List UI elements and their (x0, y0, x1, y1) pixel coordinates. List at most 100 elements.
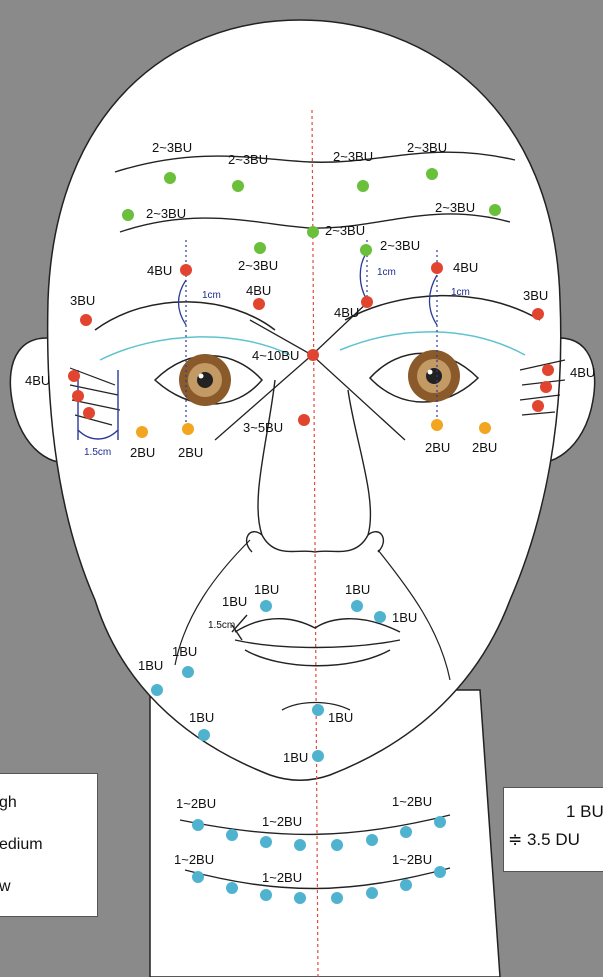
label-neck6: 1~2BU (392, 852, 432, 867)
injection-dot (434, 866, 446, 878)
label-chin1: 1BU (189, 710, 214, 725)
injection-dot (489, 204, 501, 216)
injection-dot (366, 887, 378, 899)
label-temple-l: 3BU (70, 293, 95, 308)
label-cm-r1: 1cm (377, 267, 396, 278)
label-brow-r: 4BU (453, 260, 478, 275)
legend-high: gh (0, 794, 17, 812)
injection-dot (540, 381, 552, 393)
injection-dot (431, 262, 443, 274)
label-chin3: 1BU (283, 750, 308, 765)
label-lip4: 1BU (392, 610, 417, 625)
label-lip2: 1BU (254, 582, 279, 597)
injection-dot (366, 834, 378, 846)
label-neck4: 1~2BU (174, 852, 214, 867)
dose-legend: gh edium w (0, 773, 98, 917)
injection-dot (532, 400, 544, 412)
label-ear-r: 4BU (570, 365, 595, 380)
label-f4: 2~3BU (407, 140, 447, 155)
injection-dot (312, 704, 324, 716)
injection-dot (374, 611, 386, 623)
unit-line-2: ≑ 3.5 DU (508, 830, 580, 850)
label-brow-r2: 4BU (334, 305, 359, 320)
injection-dot (83, 407, 95, 419)
label-f7: 2~3BU (325, 223, 365, 238)
injection-dot (260, 600, 272, 612)
injection-dot (192, 819, 204, 831)
label-f8: 2~3BU (380, 238, 420, 253)
injection-dot (254, 242, 266, 254)
injection-dot (72, 390, 84, 402)
injection-dot (182, 666, 194, 678)
legend-low: w (0, 878, 11, 896)
injection-dot (294, 839, 306, 851)
injection-dot (253, 298, 265, 310)
injection-dot (199, 374, 204, 379)
injection-dot (294, 892, 306, 904)
injection-dot (542, 364, 554, 376)
label-neck2: 1~2BU (262, 814, 302, 829)
injection-dot (431, 419, 443, 431)
label-chin2: 1BU (328, 710, 353, 725)
label-cheek-l1: 2BU (130, 445, 155, 460)
injection-dot (400, 879, 412, 891)
label-glabella: 4~10BU (252, 348, 299, 363)
label-cheek-r2: 2BU (472, 440, 497, 455)
injection-dot (80, 314, 92, 326)
label-brow-l2: 4BU (246, 283, 271, 298)
injection-dot (532, 308, 544, 320)
label-f6: 2~3BU (435, 200, 475, 215)
injection-dot (400, 826, 412, 838)
injection-dot (136, 426, 148, 438)
label-f9: 2~3BU (238, 258, 278, 273)
injection-dot (68, 370, 80, 382)
label-cheek-r1: 2BU (425, 440, 450, 455)
injection-dot (479, 422, 491, 434)
label-temple-r: 3BU (523, 288, 548, 303)
injection-dot (164, 172, 176, 184)
label-neck1: 1~2BU (176, 796, 216, 811)
injection-dot (192, 871, 204, 883)
unit-line-1: 1 BU (566, 802, 603, 822)
injection-dot (307, 226, 319, 238)
injection-dot (260, 836, 272, 848)
injection-dot (182, 423, 194, 435)
label-ear-l: 4BU (25, 373, 50, 388)
injection-dot (428, 370, 433, 375)
label-f2: 2~3BU (228, 152, 268, 167)
injection-dot (331, 839, 343, 851)
label-lip1: 1BU (222, 594, 247, 609)
injection-dot (122, 209, 134, 221)
unit-legend: 1 BU ≑ 3.5 DU (503, 787, 603, 872)
label-f5: 2~3BU (146, 206, 186, 221)
injection-dot (226, 882, 238, 894)
label-neck3: 1~2BU (392, 794, 432, 809)
injection-dot (312, 750, 324, 762)
injection-dot (434, 816, 446, 828)
label-lip-cm: 1.5cm (208, 620, 235, 631)
label-cm-r2: 1cm (451, 287, 470, 298)
label-f3: 2~3BU (333, 149, 373, 164)
label-cheek-l2: 2BU (178, 445, 203, 460)
label-brow-l: 4BU (147, 263, 172, 278)
label-neck5: 1~2BU (262, 870, 302, 885)
injection-dot (232, 180, 244, 192)
head-outline (48, 20, 561, 780)
injection-dot (361, 296, 373, 308)
label-f1: 2~3BU (152, 140, 192, 155)
injection-dot (198, 729, 210, 741)
label-mouth-l2: 1BU (138, 658, 163, 673)
label-nose: 3~5BU (243, 420, 283, 435)
injection-dot (298, 414, 310, 426)
label-mouth-l1: 1BU (172, 644, 197, 659)
injection-dot (331, 892, 343, 904)
injection-dot (360, 244, 372, 256)
injection-dot (151, 684, 163, 696)
label-eye-cm: 1.5cm (84, 447, 111, 458)
label-lip3: 1BU (345, 582, 370, 597)
injection-dot (226, 829, 238, 841)
injection-dot (357, 180, 369, 192)
injection-dot (180, 264, 192, 276)
label-cm-l: 1cm (202, 290, 221, 301)
